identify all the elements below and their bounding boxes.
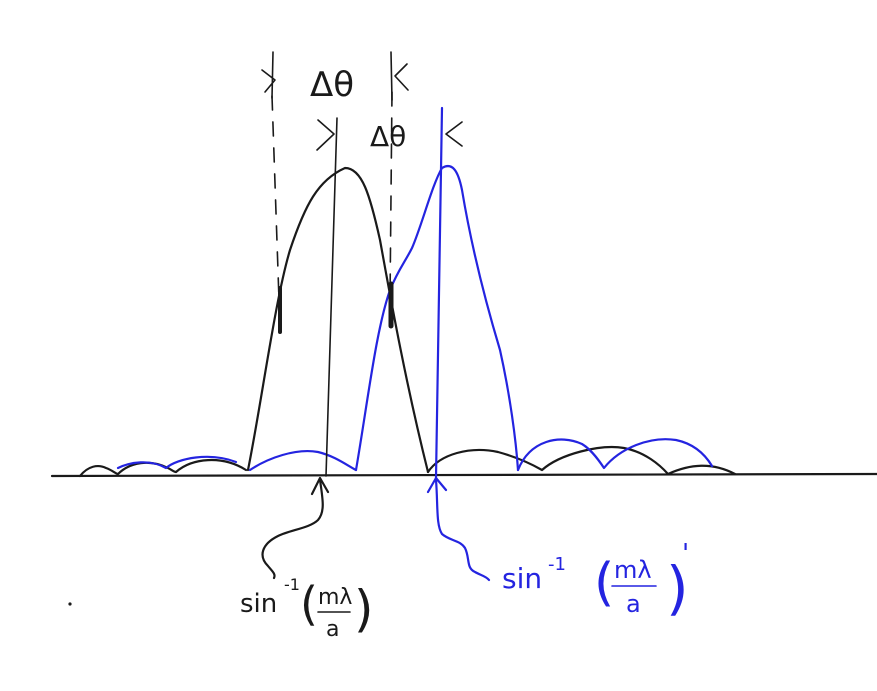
blue-numerator: mλ <box>614 556 652 584</box>
delta-theta-top-label: Δθ <box>310 65 354 105</box>
stray-dot <box>68 602 72 606</box>
black-side-lobes-right <box>426 446 737 476</box>
blue-peak-line <box>434 106 444 480</box>
delta-mid-left-tick <box>316 119 335 151</box>
x-axis <box>50 472 877 478</box>
black-side-lobes-left <box>78 458 248 478</box>
blue-paren-open: ( <box>594 553 614 613</box>
black-denominator: a <box>326 617 339 642</box>
blue-exponent: -1 <box>548 554 566 575</box>
blue-inverse-sine-label: sin -1 ( mλ a ) ' <box>502 539 689 622</box>
black-peak-line <box>325 117 338 477</box>
delta-top-left-tick <box>261 51 276 99</box>
black-central-peak <box>246 166 430 474</box>
black-sin-text: sin <box>240 589 277 619</box>
blue-denominator: a <box>626 590 641 618</box>
black-annotation-arrow <box>261 476 330 580</box>
delta-mid-right-tick <box>445 121 463 147</box>
dashed-guide-right <box>389 91 393 301</box>
black-paren-close: ) <box>354 580 374 638</box>
blue-paren-close: ) <box>666 554 689 622</box>
black-paren-open: ( <box>300 577 318 631</box>
dashed-guide-left <box>271 95 280 301</box>
blue-side-lobes-right <box>516 438 714 472</box>
blue-side-lobes-left <box>116 450 358 472</box>
black-exponent: -1 <box>284 575 300 594</box>
blue-sin-text: sin <box>502 562 542 595</box>
blue-prime-mark: ' <box>682 539 689 569</box>
black-inverse-sine-label: sin -1 ( mλ a ) <box>240 575 374 642</box>
delta-theta-mid-label: Δθ <box>370 120 406 153</box>
black-numerator: mλ <box>318 585 352 610</box>
blue-annotation-arrow <box>426 476 491 582</box>
delta-top-right-tick <box>390 51 409 101</box>
